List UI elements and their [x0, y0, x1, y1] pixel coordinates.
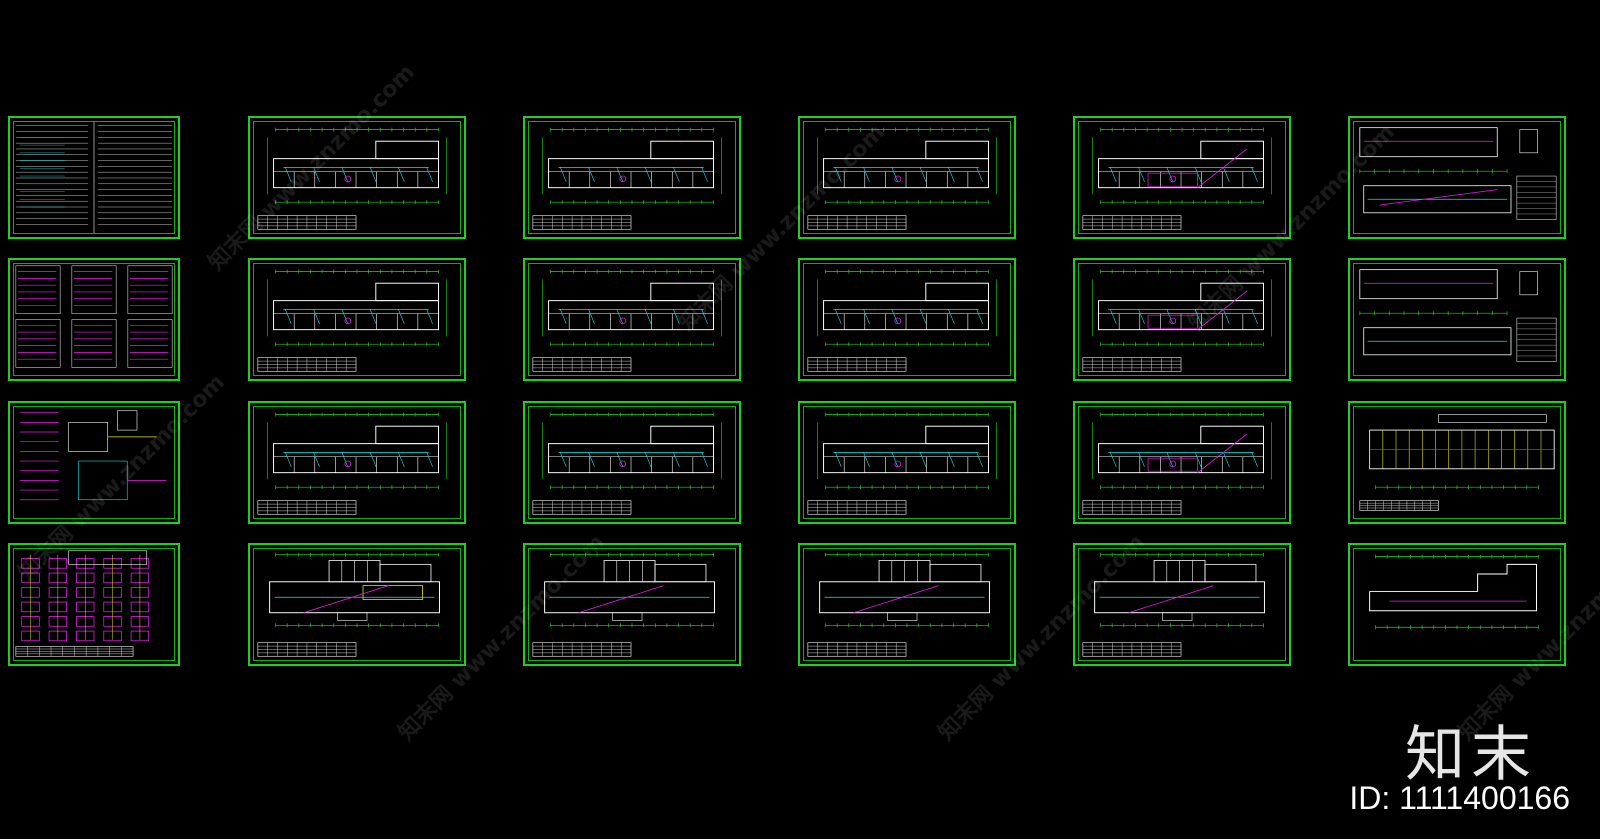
sheet-drawing: [1369, 554, 1539, 630]
drawing-sheet-1: [8, 116, 180, 239]
drawing-sheet-21: [523, 543, 741, 666]
drawing-sheet-7: [8, 258, 180, 381]
drawing-sheet-22: [798, 543, 1016, 666]
sheet-drawing: [15, 265, 173, 368]
drawing-sheet-24: [1348, 543, 1566, 666]
drawing-sheet-6: [1348, 116, 1566, 239]
sheet-drawing: [807, 552, 990, 657]
drawing-sheet-23: [1073, 543, 1291, 666]
drawing-sheet-12: [1348, 258, 1566, 381]
sheet-drawing: [1359, 414, 1555, 511]
drawing-sheet-11: [1073, 258, 1291, 381]
sheet-drawing: [1082, 552, 1265, 657]
sheet-drawing: [1082, 412, 1272, 515]
drawing-sheet-15: [523, 401, 741, 524]
sheet-drawing: [1359, 127, 1557, 220]
drawing-sheet-3: [523, 116, 741, 239]
sheet-drawing: [532, 552, 715, 657]
sheet-drawing: [257, 552, 440, 657]
sheet-drawing: [807, 127, 997, 230]
sheet-drawing: [15, 121, 173, 234]
sheet-drawing: [1082, 269, 1272, 372]
sheet-drawing: [15, 550, 150, 657]
asset-id-label: ID: 1111400166: [1349, 780, 1570, 816]
sheet-drawing: [532, 412, 722, 515]
drawing-sheet-5: [1073, 116, 1291, 239]
sheet-drawing: [807, 412, 997, 515]
sheet-drawing: [1359, 269, 1557, 362]
drawing-sheet-9: [523, 258, 741, 381]
sheet-drawing: [257, 412, 447, 515]
drawing-sheet-16: [798, 401, 1016, 524]
drawing-sheet-2: [248, 116, 466, 239]
drawing-sheet-19: [8, 543, 180, 666]
drawing-sheet-13: [8, 401, 180, 524]
sheet-drawing: [807, 269, 997, 372]
drawing-sheet-10: [798, 258, 1016, 381]
drawing-sheet-14: [248, 401, 466, 524]
drawing-sheet-18: [1348, 401, 1566, 524]
drawing-sheet-8: [248, 258, 466, 381]
drawing-sheet-17: [1073, 401, 1291, 524]
sheet-drawing: [257, 127, 447, 230]
sheet-drawing: [532, 269, 722, 372]
brand-logo: 知末: [1405, 720, 1537, 790]
sheet-drawing: [1082, 127, 1272, 230]
drawing-sheet-20: [248, 543, 466, 666]
drawing-sheet-4: [798, 116, 1016, 239]
sheet-drawing: [532, 127, 722, 230]
sheet-drawing: [257, 269, 447, 372]
sheet-drawing: [19, 410, 167, 501]
